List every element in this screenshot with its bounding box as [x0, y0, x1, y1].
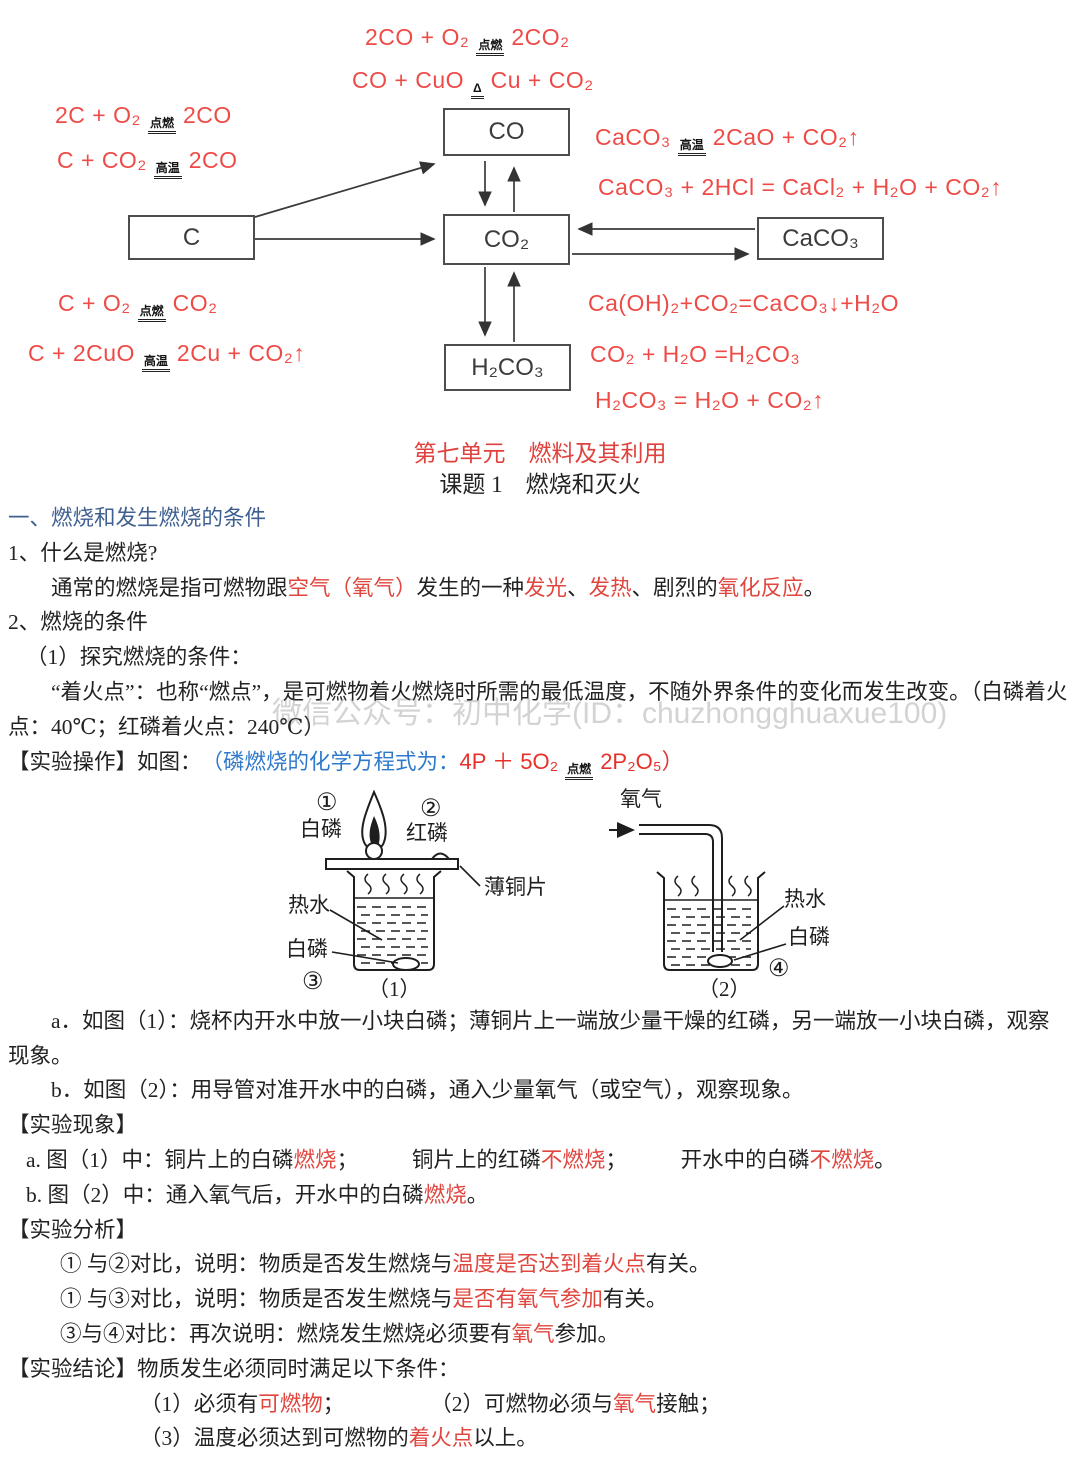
label-circle-3: ③: [302, 969, 324, 995]
label-hot-water-1: 热水: [288, 893, 330, 917]
equation-co2-h2o: CO₂ + H₂O =H₂CO₃: [590, 341, 801, 367]
label-circle-2: ②: [420, 796, 442, 822]
label-white-phosphorus-2: 白磷: [788, 925, 830, 949]
leader-white-phosphorus-2: [733, 943, 787, 961]
condition-label: 高温: [141, 354, 170, 373]
equation-caco3-hcl: CaCO₃ + 2HCl = CaCl₂ + H₂O + CO₂↑: [598, 174, 1003, 200]
water-dashes-2: [667, 908, 755, 966]
explore-line: （1）探究燃烧的条件：: [26, 645, 252, 670]
phenomena-heading: 【实验现象】: [8, 1113, 138, 1138]
caption-figure-2: （2）: [698, 977, 751, 1001]
unit-title: 第七单元 燃料及其利用: [413, 441, 667, 466]
section-heading: 一、燃烧和发生燃烧的条件: [8, 506, 267, 530]
step-a: a．如图（1）：烧杯内开水中放一小块白磷；薄铜片上一端放少量干燥的红磷，另一端放…: [8, 1008, 1050, 1068]
label-white-phosphorus-bottom: 白磷: [286, 937, 328, 961]
condition-label: 点燃: [137, 304, 166, 323]
label-red-phosphorus: 红磷: [406, 821, 448, 845]
box-carbon-monoxide: CO: [443, 108, 570, 156]
conclusion-line-2: （3）温度必须达到可燃物的着火点以上。: [140, 1426, 538, 1451]
condition-label: 高温: [153, 161, 182, 180]
beaker-2: [656, 871, 766, 971]
condition-label: 点燃: [147, 116, 176, 135]
analysis-line-3: ③与④对比：再次说明：燃烧发生燃烧必须要有氧气参加。: [60, 1321, 620, 1346]
phenomena-b: b. 图（2）中：通入氧气后，开水中的白磷燃烧。: [26, 1182, 489, 1207]
box-carbon-dioxide: CO₂: [443, 214, 570, 265]
box-calcium-carbonate: CaCO₃: [757, 217, 884, 260]
box-carbonic-acid: H₂CO₃: [444, 344, 571, 391]
label-copper-plate: 薄铜片: [484, 875, 547, 899]
label-white-phosphorus-top: 白磷: [300, 817, 342, 841]
leader-hot-water-1: [329, 909, 383, 941]
label-oxygen: 氧气: [620, 787, 662, 811]
label-circle-4: ④: [768, 956, 790, 982]
leader-copper-plate: [459, 865, 481, 887]
firepoint-paragraph: “着火点”：也称“燃点”，是可燃物着火燃烧时所需的最低温度，不随外界条件的变化而…: [8, 679, 1068, 739]
gas-tube-outer: [639, 823, 723, 952]
condition-label: Δ: [471, 81, 484, 100]
label-hot-water-2: 热水: [784, 887, 826, 911]
phenomena-a: a. 图（1）中：铜片上的白磷燃烧； 铜片上的红磷不燃烧； 开水中的白磷不燃烧。: [26, 1147, 896, 1172]
equation-limewater: Ca(OH)₂+CO₂=CaCO₃↓+H₂O: [588, 290, 900, 316]
diagram-arrows: [254, 161, 755, 342]
analysis-heading: 【实验分析】: [8, 1217, 138, 1242]
steam-lines: [364, 873, 424, 895]
step-b: b．如图（2）：用导管对准开水中的白磷，通入少量氧气（或空气），观察现象。: [51, 1078, 804, 1103]
leader-hot-water-2: [739, 905, 785, 941]
phosphorus-experiment-figure: ① 白磷 ② 红磷: [286, 787, 830, 1001]
question-2: 2、燃烧的条件: [8, 610, 148, 635]
gas-tube-inner: [639, 832, 714, 952]
analysis-line-2: ① 与③对比，说明：物质是否发生燃烧与是否有氧气参加有关。: [60, 1287, 668, 1312]
question-1: 1、什么是燃烧?: [8, 540, 158, 565]
condition-label: 高温: [677, 138, 706, 157]
beaker-1: [346, 870, 442, 971]
analysis-line-1: ① 与②对比，说明：物质是否发生燃烧与温度是否达到着火点有关。: [60, 1252, 711, 1277]
white-phosphorus-ball: [365, 841, 383, 860]
equation-h2co3-decompose: H₂CO₃ = H₂O + CO₂↑: [595, 387, 825, 413]
topic-title: 课题 1 燃烧和灭火: [439, 472, 641, 497]
copper-plate: [325, 857, 459, 870]
condition-label: 点燃: [476, 38, 505, 57]
combustion-definition: 通常的燃烧是指可燃物跟空气（氧气）发生的一种发光、发热、剧烈的氧化反应。: [51, 575, 826, 600]
box-carbon: C: [128, 215, 255, 260]
steam-lines-2: [674, 875, 752, 897]
white-phosphorus-underwater-2: [707, 953, 733, 968]
white-phosphorus-underwater-1: [392, 956, 420, 971]
leader-white-phosphorus-1: [331, 950, 399, 964]
conclusion-line-1: （1）必须有可燃物； （2）可燃物必须与氧气接触；: [140, 1391, 721, 1416]
water-dashes-1: [357, 906, 432, 964]
conclusion-heading: 【实验结论】物质发生必须同时满足以下条件：: [8, 1356, 460, 1381]
body-content: 一、燃烧和发生燃烧的条件 1、什么是燃烧? 通常的燃烧是指可燃物跟空气（氧气）发…: [0, 501, 1080, 1456]
label-circle-1: ①: [316, 790, 338, 816]
flame-core: [369, 815, 380, 847]
caption-figure-1: （1）: [368, 977, 421, 1001]
condition-label: 点燃: [565, 762, 594, 780]
